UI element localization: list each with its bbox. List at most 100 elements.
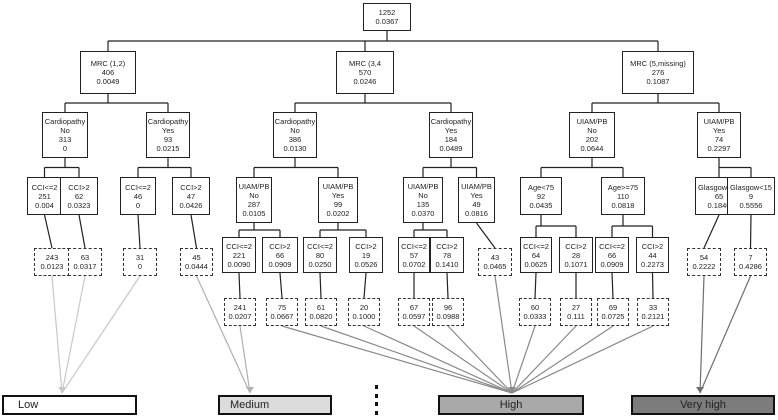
tree-node-text: 0.2121	[641, 312, 665, 321]
tree-node-text: 75	[277, 303, 287, 312]
tree-node-text: 0.0909	[600, 259, 624, 269]
tree-node-text: 19	[361, 250, 371, 260]
tree-node-text: 0.0246	[353, 77, 377, 86]
tree-node-text: 60	[530, 303, 540, 312]
tree-node-text: 0.0489	[439, 144, 463, 153]
arrow-to-high	[363, 325, 513, 394]
category-arrows	[51, 275, 752, 394]
connector-line	[476, 222, 496, 249]
tree-node-text: Cardiopathy	[44, 117, 86, 126]
tree-node-text: 0.0130	[283, 144, 307, 153]
tree-node-text: 67	[409, 303, 419, 312]
tree-node-text: 243	[45, 253, 59, 262]
arrow-to-high	[511, 325, 577, 394]
tree-node-text: 0.4286	[739, 262, 762, 271]
category-high: High	[438, 395, 584, 415]
connector-line	[363, 272, 367, 299]
tree-node-text: MRC (3,4	[348, 59, 382, 68]
tree-node-text: 20	[359, 303, 369, 312]
tree-node-text: Yes	[444, 126, 458, 135]
tree-node-text: 66	[607, 250, 617, 260]
connector-line	[43, 214, 53, 249]
tree-node-text: 386	[288, 135, 302, 144]
tree-node-text: 0.0105	[242, 209, 266, 218]
arrow-to-low	[61, 275, 141, 394]
tree-node-text: 0.0323	[67, 200, 91, 210]
tree-node-text: 0.0215	[156, 144, 180, 153]
tree-node-text: Glasgow=15	[698, 182, 740, 192]
tree-node-text: 0.0426	[179, 200, 203, 210]
tree-node-text: 287	[247, 200, 261, 209]
connector-line	[137, 214, 141, 249]
category-label-very-high: Very high	[680, 399, 726, 411]
arrow-to-high	[511, 325, 614, 394]
tree-node-text: 135	[416, 200, 430, 209]
tree-node-text: MRC (1,2)	[90, 59, 126, 68]
tree-node-text: Age<75	[527, 182, 555, 192]
tree-node-text: 0.0123	[40, 262, 64, 271]
tree-node-text: 45	[192, 253, 201, 262]
tree-node-text: 241	[233, 303, 247, 312]
arrow-to-low	[51, 275, 63, 394]
arrow-to-medium	[239, 325, 251, 394]
tree-node-text: CCI<=2	[599, 241, 625, 251]
arrow-to-very-high	[699, 275, 752, 394]
tree-node-text: 46	[133, 191, 143, 201]
tree-node-text: CCI<=2	[307, 241, 333, 251]
tree-node-text: 47	[186, 191, 196, 201]
tree-node-text: 110	[617, 191, 629, 201]
tree-node-text: 0.0049	[96, 77, 120, 86]
arrowhead-very-high	[696, 387, 704, 393]
tree-node-text: 0.5556	[739, 200, 763, 210]
tree-node-text: CCI>2	[641, 241, 664, 251]
tree-node-text: 313	[58, 135, 72, 144]
tree-node-text: MRC (5,missing)	[630, 59, 686, 68]
tree-node-text: 54	[699, 253, 709, 262]
tree-node-text: CCI>2	[68, 182, 90, 192]
arrow-to-medium	[195, 275, 251, 394]
tree-node-text: CCI>2	[355, 241, 377, 251]
arrow-to-low	[61, 275, 86, 394]
tree-node-text: 65	[714, 191, 724, 201]
tree-node-text: Glasgow<15	[730, 182, 772, 192]
tree-node-text: 44	[648, 250, 657, 260]
tree-node-text: 202	[585, 135, 599, 144]
tree-node-text: 80	[315, 250, 325, 260]
tree-node-text: 31	[135, 253, 145, 262]
tree-node-text: 1252	[378, 8, 396, 17]
arrow-to-high	[511, 325, 654, 394]
tree-node-text: 0.0597	[402, 312, 426, 321]
arrow-to-high	[511, 325, 536, 394]
tree-node-text: CCI>2	[565, 241, 587, 251]
tree-node-text: CCI<=2	[523, 241, 549, 251]
tree-node-text: 184	[444, 135, 458, 144]
